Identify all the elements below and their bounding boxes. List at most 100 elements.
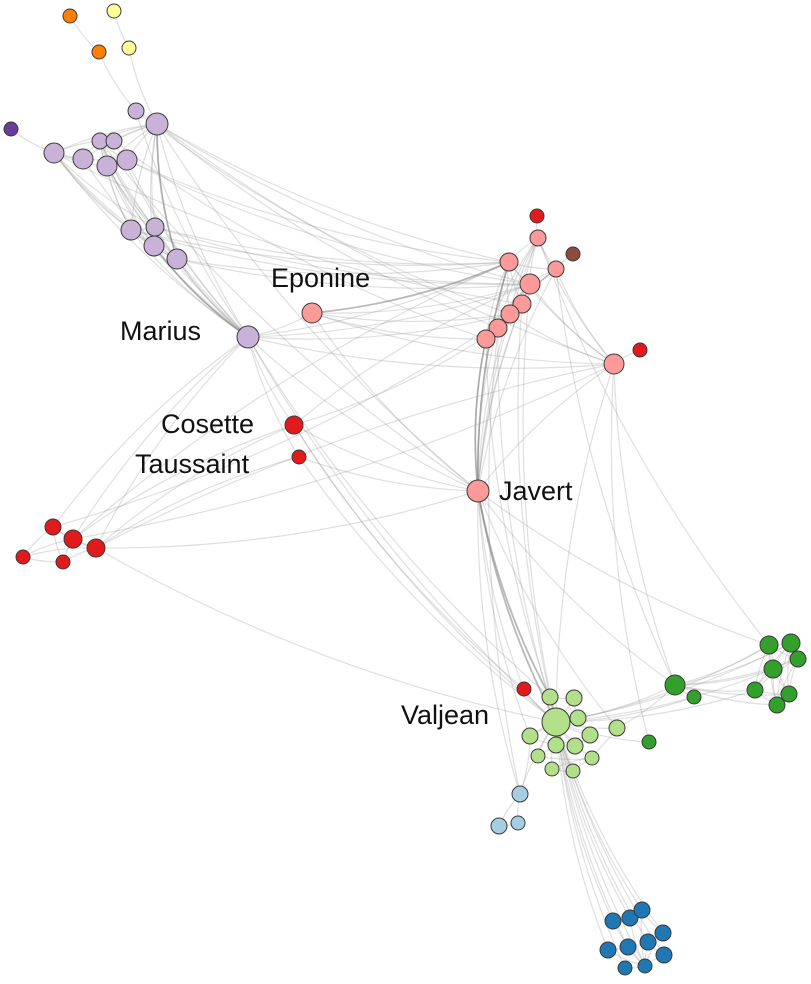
edge-ph-k6 [126,159,531,285]
edge-k9-valjean [497,327,557,723]
edge-k2-javert [477,237,539,492]
node-g2 [565,689,583,707]
edge-pc-javert [99,140,479,492]
edge-k3-r2 [72,261,510,540]
node-javert [466,479,490,503]
edge-k2-d4 [537,237,770,646]
node-k3 [499,252,519,272]
node-g6 [566,737,584,755]
node-pe [43,142,65,164]
edge-b1-g4 [519,735,531,795]
edge-pa-javert [156,123,479,492]
node-g9 [584,750,600,766]
node-y1 [106,3,122,19]
edge-pa-k11 [156,123,615,365]
node-u8 [655,946,673,964]
node-g12 [608,719,626,737]
edge-eponine-k8 [311,312,511,323]
node-d1 [664,674,686,696]
edge-javert-d1 [477,490,676,686]
node-ph [116,149,138,171]
node-u10 [637,958,653,974]
node-pa [145,112,169,136]
node-r4 [15,549,31,565]
node-g8 [530,748,546,764]
edge-javert-b1 [477,490,521,795]
labels-layer: Eponine Marius Cosette Taussaint Javert … [120,263,573,730]
node-r2 [63,529,83,549]
edge-k10-javert [474,338,487,492]
edge-taussaint-r3 [95,456,300,549]
node-k10 [476,329,496,349]
edge-valjean-u9 [555,721,626,969]
edge-d1-d9 [674,684,790,696]
node-u2 [621,909,639,927]
edge-javert-r6 [477,490,525,690]
node-r1 [44,518,62,536]
edge-k4-javert [477,268,557,492]
edge-pc-pj [99,140,156,228]
node-g7 [581,726,599,744]
node-p0 [3,121,19,137]
edge-k11-javert [477,363,615,492]
node-u1 [604,912,622,930]
node-taussaint [291,449,307,465]
node-r3 [86,538,106,558]
node-g10 [544,761,560,777]
node-k5 [565,246,581,262]
edge-pb-marius [135,110,249,338]
label-valjean: Valjean [401,700,489,730]
node-g5 [547,736,565,754]
edge-eponine-k11 [311,312,615,365]
edge-d1-d6 [674,658,799,686]
label-eponine: Eponine [271,263,370,293]
node-u4 [654,924,672,942]
edge-marius-k8 [247,313,511,340]
edge-d1-d10 [674,684,778,706]
edge-k11-d1 [613,363,676,686]
edge-marius-javert [247,336,479,492]
node-pj [145,217,165,237]
edge-taussaint-valjean [298,456,557,723]
edge-javert-g1 [477,490,551,698]
node-u9 [617,960,633,976]
edge-d1-d7 [674,668,774,686]
edge-pb-k8 [135,110,511,315]
edge-k4-d1 [555,268,676,686]
edge-marius-k6 [247,283,531,338]
node-b3 [510,815,526,831]
edge-pc-pk [99,140,155,247]
node-d2 [686,689,702,705]
edge-ph-k3 [126,159,510,263]
edge-pj-k6 [154,226,531,285]
node-valjean [541,707,571,737]
edge-pg-pl [106,165,178,260]
node-pk [143,235,165,257]
edge-k11-d3 [610,363,650,743]
node-k8 [500,304,520,324]
node-k6 [519,273,541,295]
edge-cosette-javert [293,424,479,492]
edge-k7-valjean [517,303,557,723]
node-u3 [633,901,651,919]
edge-pa-k6 [156,123,531,285]
node-pf [72,148,94,170]
node-g3 [569,709,587,727]
node-pl [166,248,188,270]
edge-k11-valjean [555,363,615,723]
node-pb [127,102,145,120]
edge-k7-javert [477,303,523,492]
node-g1 [541,688,559,706]
edge-pe-pj [53,152,156,228]
edge-taussaint-javert [298,456,479,492]
edge-pa-marius [156,123,249,338]
label-taussaint: Taussaint [135,449,250,479]
edge-cosette-r2 [72,424,295,540]
edge-k3-javert [476,261,510,492]
edge-k4-k11 [555,268,615,365]
node-k4 [547,260,565,278]
node-g11 [565,763,581,779]
node-k2 [529,229,547,247]
edge-cosette-k9 [293,327,499,426]
edge-marius-r2 [72,336,249,540]
